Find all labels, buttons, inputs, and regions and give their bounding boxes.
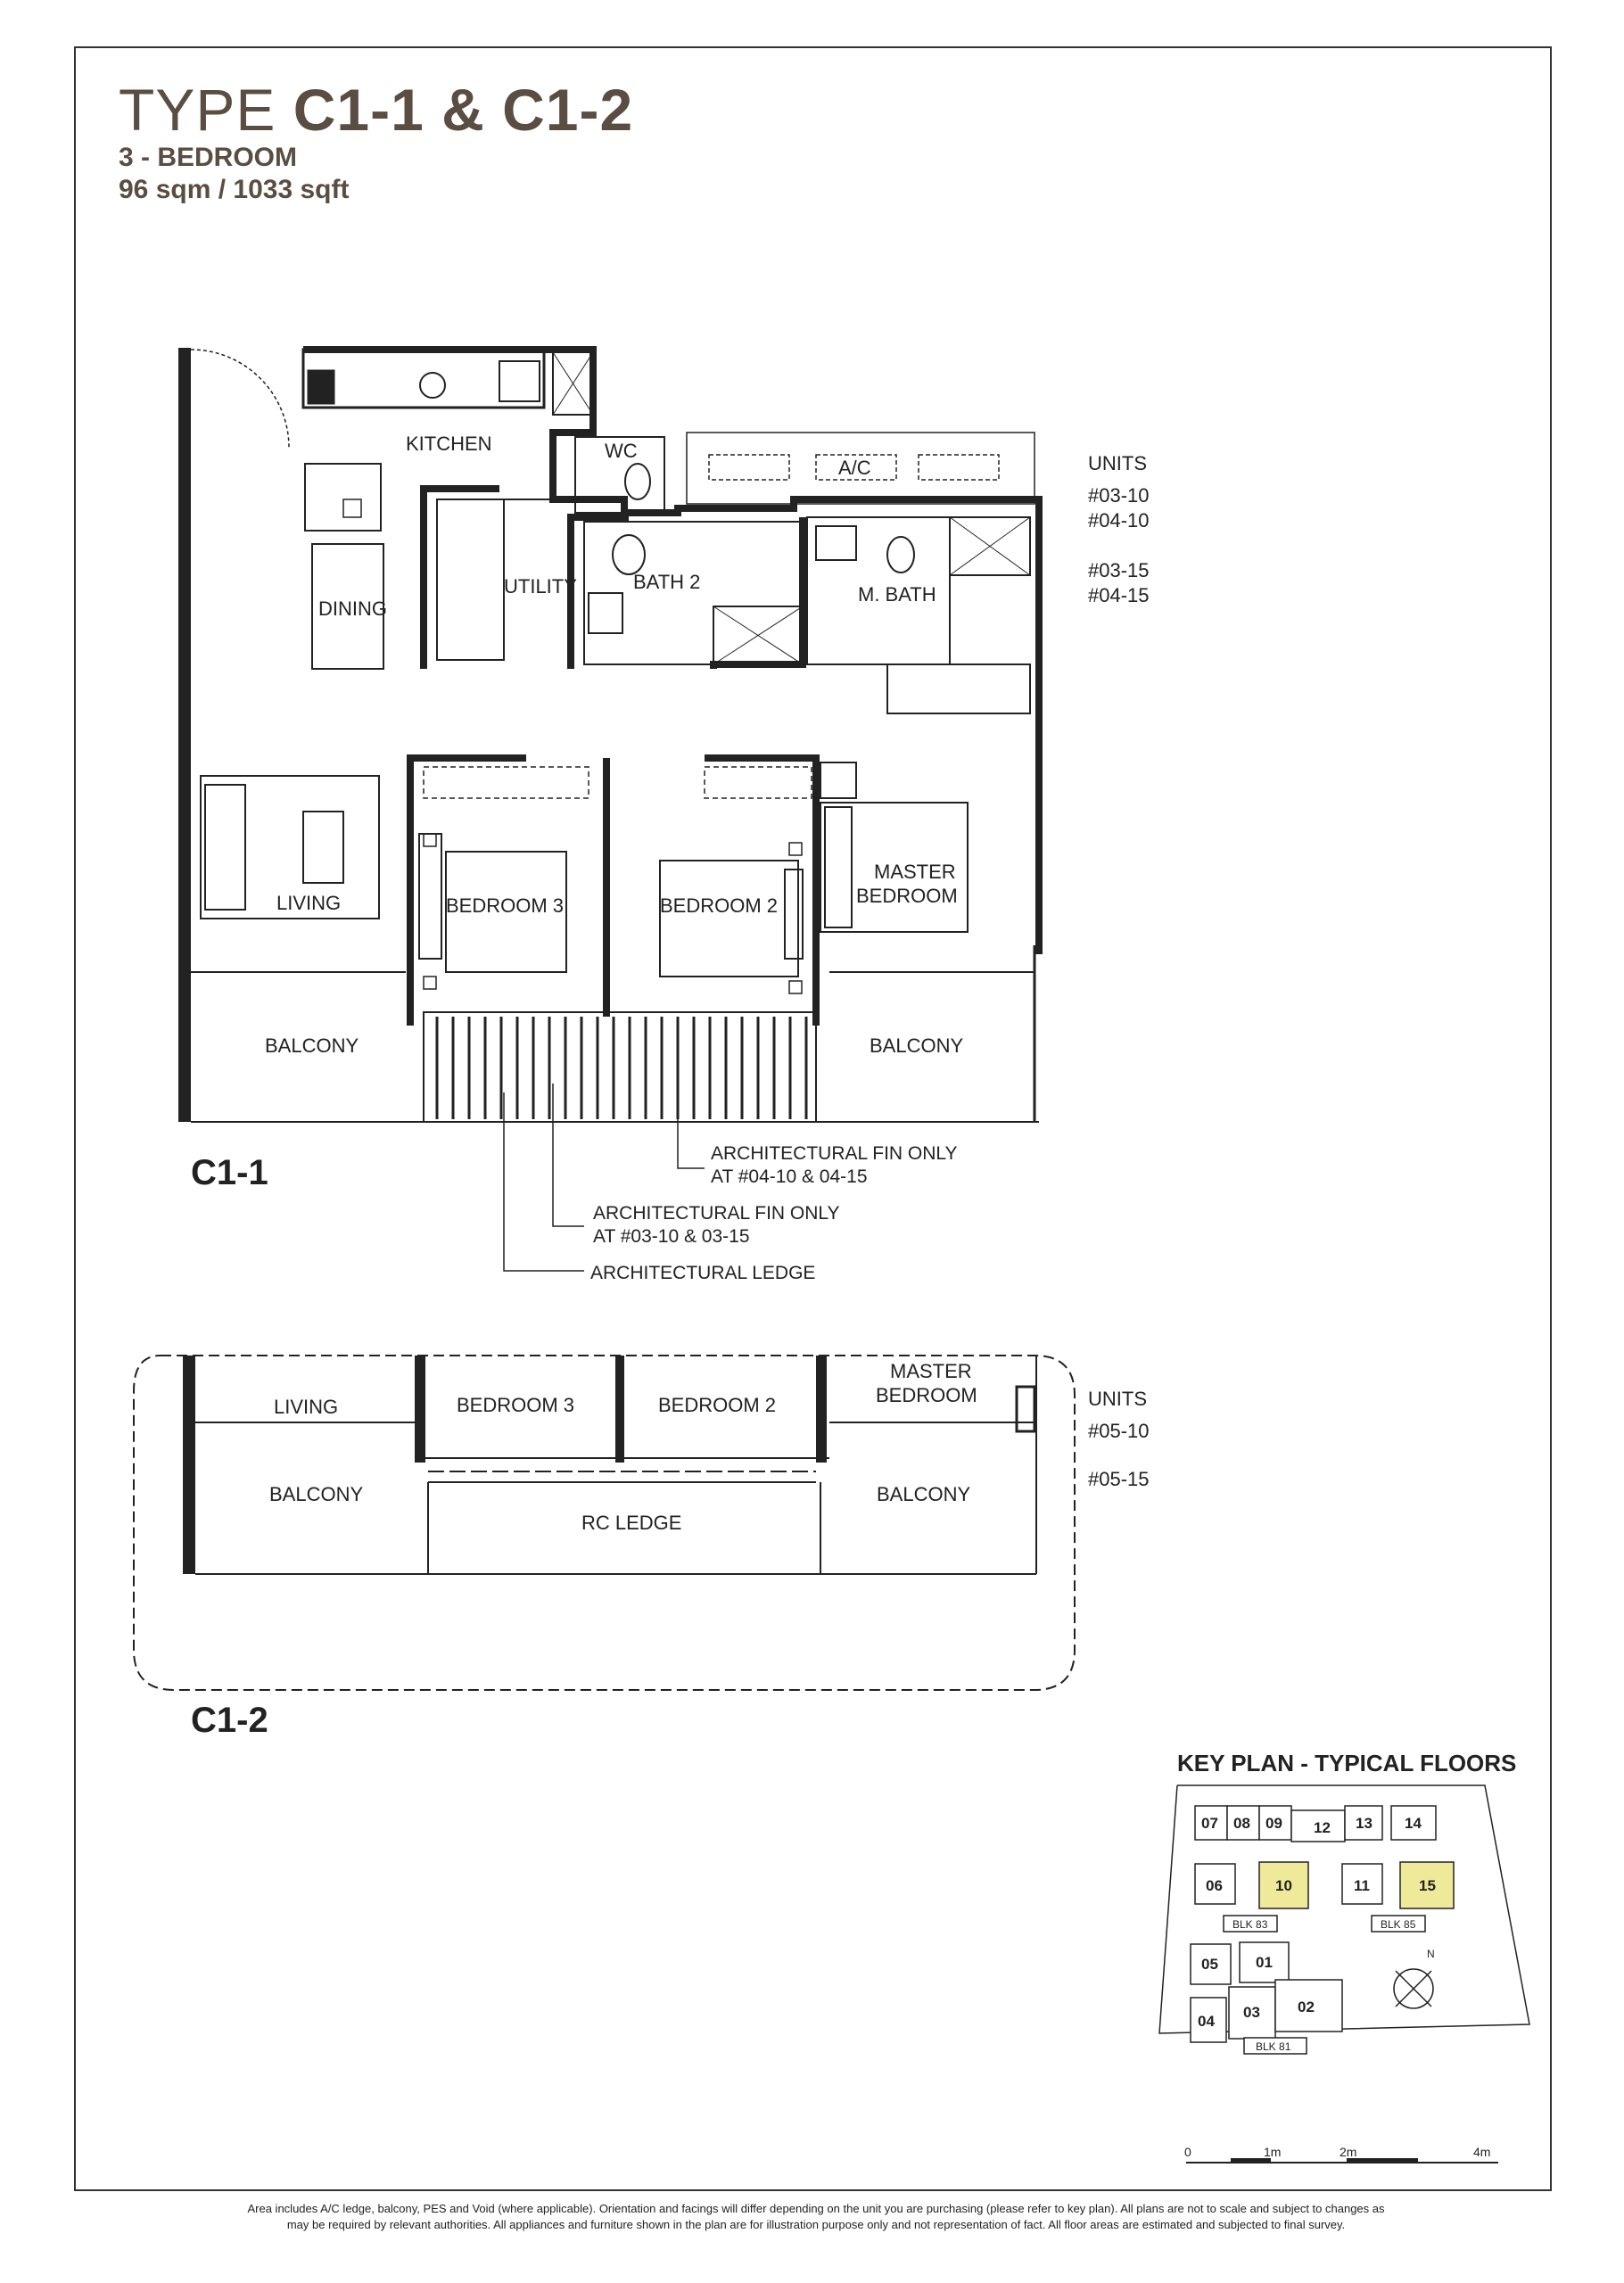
room-bedroom-3: BEDROOM 3 xyxy=(446,894,564,917)
north-indicator: N xyxy=(1427,1948,1435,1960)
disclaimer-line-1: Area includes A/C ledge, balcony, PES an… xyxy=(247,2202,1385,2215)
c1-1-units: UNITS #03-10 #04-10 #03-15 #04-15 xyxy=(1088,451,1150,608)
page-title: TYPE C1-1 & C1-2 xyxy=(119,80,633,139)
kp-unit: 02 xyxy=(1298,1999,1315,2015)
room-dining: DINING xyxy=(318,598,387,620)
c12-bedroom-2: BEDROOM 2 xyxy=(658,1394,776,1416)
kp-unit: 06 xyxy=(1206,1877,1223,1894)
c12-balcony-right: BALCONY xyxy=(877,1483,970,1505)
kp-unit: 12 xyxy=(1314,1819,1331,1836)
room-balcony-right: BALCONY xyxy=(870,1034,963,1057)
room-bath-2: BATH 2 xyxy=(633,571,700,593)
c1-2-plan xyxy=(133,1355,1076,1691)
plan-label-c1-2: C1-2 xyxy=(191,1701,268,1740)
unit-number: #03-15 xyxy=(1088,559,1150,581)
ac-ledge: A/C xyxy=(838,457,871,479)
scale-4m: 4m xyxy=(1473,2145,1490,2159)
callout-fin-04-units: AT #04-10 & 04-15 xyxy=(711,1166,868,1187)
kp-unit: 04 xyxy=(1198,2013,1215,2030)
c12-balcony-left: BALCONY xyxy=(269,1483,363,1505)
kp-block: BLK 81 xyxy=(1256,2040,1291,2053)
callout-fin-04: ARCHITECTURAL FIN ONLY xyxy=(711,1143,958,1164)
callout-fin-03-units: AT #03-10 & 03-15 xyxy=(593,1226,750,1247)
kp-unit: 05 xyxy=(1201,1956,1218,1973)
kp-unit: 07 xyxy=(1201,1815,1218,1832)
c12-bedroom-3: BEDROOM 3 xyxy=(457,1394,574,1416)
c1-1-room-labels: KITCHEN WC A/C DINING UTILITY BATH 2 M. … xyxy=(265,433,963,1057)
c12-master-line1: MASTER xyxy=(890,1360,972,1382)
callout-ledge: ARCHITECTURAL LEDGE xyxy=(590,1263,815,1283)
kp-unit: 11 xyxy=(1354,1877,1370,1894)
unit-area: 96 sqm / 1033 sqft xyxy=(119,175,350,204)
kp-unit: 09 xyxy=(1265,1815,1282,1832)
title-codes: C1-1 & C1-2 xyxy=(293,77,634,143)
disclaimer-line-2: may be required by relevant authorities.… xyxy=(286,2218,1346,2231)
room-kitchen: KITCHEN xyxy=(406,433,492,455)
kp-unit: 13 xyxy=(1356,1815,1373,1832)
unit-number: #04-15 xyxy=(1088,584,1150,606)
kp-unit: 01 xyxy=(1256,1954,1273,1971)
c12-rc-ledge: RC LEDGE xyxy=(581,1512,681,1534)
key-plan xyxy=(1158,1784,1530,2163)
title-prefix: TYPE xyxy=(119,77,293,143)
kp-unit: 08 xyxy=(1233,1815,1250,1832)
units-title: UNITS xyxy=(1088,1388,1147,1410)
disclaimer: Area includes A/C ledge, balcony, PES an… xyxy=(62,2201,1570,2233)
room-master-bath: M. BATH xyxy=(858,583,936,606)
left-exterior-wall xyxy=(178,348,191,1122)
units-title: UNITS xyxy=(1088,452,1147,474)
c12-master-line2: BEDROOM xyxy=(876,1384,977,1406)
room-living: LIVING xyxy=(276,892,341,914)
room-wc: WC xyxy=(605,440,638,462)
room-balcony-left: BALCONY xyxy=(265,1034,359,1057)
unit-number: #03-10 xyxy=(1088,484,1150,507)
kp-block: BLK 85 xyxy=(1381,1918,1416,1931)
kp-unit-15-highlight xyxy=(1399,1861,1455,1909)
unit-number: #04-10 xyxy=(1088,509,1150,532)
key-plan-title: KEY PLAN - TYPICAL FLOORS xyxy=(1177,1750,1517,1776)
c1-2-room-labels: LIVING BEDROOM 3 BEDROOM 2 MASTER BEDROO… xyxy=(269,1360,977,1534)
c1-1-callouts: ARCHITECTURAL FIN ONLY AT #04-10 & 04-15… xyxy=(590,1143,958,1283)
scale-0: 0 xyxy=(1184,2145,1191,2159)
kp-unit-10-highlight xyxy=(1258,1861,1309,1909)
c1-1-plan xyxy=(178,346,1043,1272)
kp-unit: 15 xyxy=(1419,1877,1436,1894)
kp-unit: 14 xyxy=(1405,1815,1422,1832)
c1-2-units: UNITS #05-10 #05-15 xyxy=(1088,1387,1150,1492)
page-frame xyxy=(74,46,1552,2191)
c12-living: LIVING xyxy=(274,1396,338,1418)
callout-fin-03: ARCHITECTURAL FIN ONLY xyxy=(593,1203,840,1224)
kp-block: BLK 83 xyxy=(1232,1918,1268,1931)
room-master-line2: BEDROOM xyxy=(856,885,958,907)
kp-unit: 10 xyxy=(1275,1877,1292,1894)
scale-1m: 1m xyxy=(1264,2145,1281,2159)
plan-label-c1-1: C1-1 xyxy=(191,1153,268,1192)
scale-2m: 2m xyxy=(1340,2145,1356,2159)
key-plan-labels: 07 08 09 12 13 14 06 10 11 15 05 01 04 0… xyxy=(1184,1815,1490,2159)
room-utility: UTILITY xyxy=(504,575,577,598)
room-master-line1: MASTER xyxy=(874,861,956,883)
bedroom-count: 3 - BEDROOM xyxy=(119,143,298,172)
unit-number: #05-15 xyxy=(1088,1468,1150,1490)
kp-unit: 03 xyxy=(1243,2004,1260,2021)
unit-number: #05-10 xyxy=(1088,1420,1150,1442)
room-bedroom-2: BEDROOM 2 xyxy=(660,894,778,917)
